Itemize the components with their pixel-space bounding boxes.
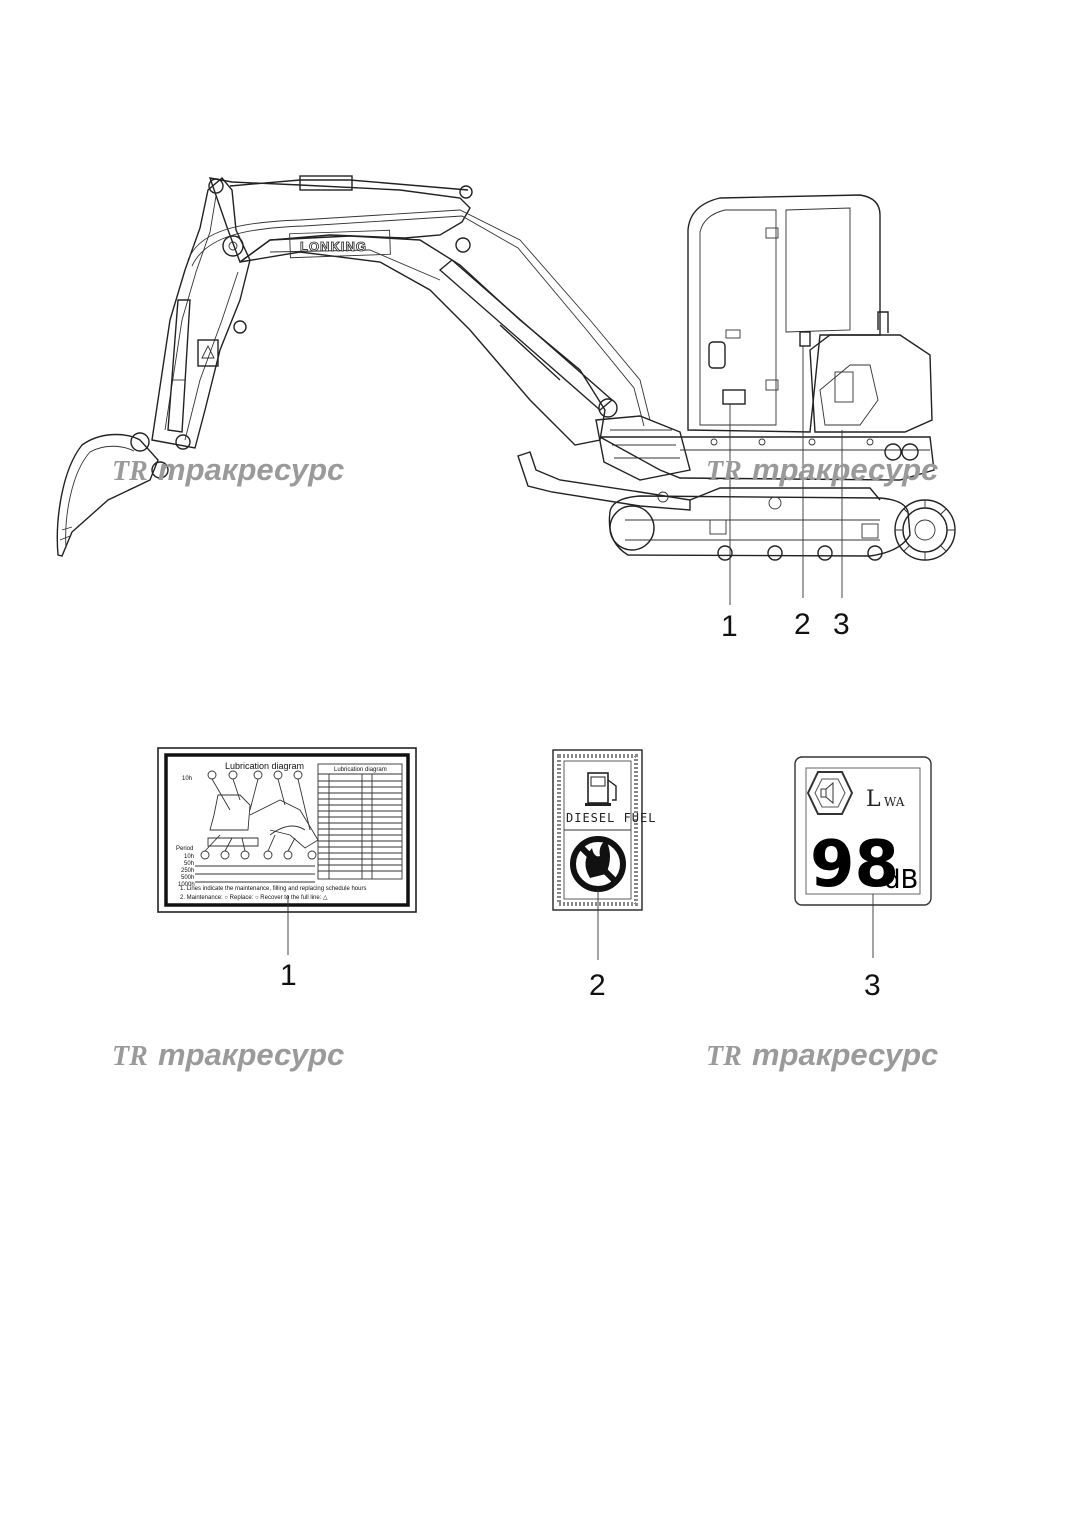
track-frame — [608, 487, 956, 561]
upper-structure — [599, 311, 935, 481]
watermark-logo: TR — [706, 1041, 742, 1072]
lubrication-excavator-graphic: 10h Period 10h 50h 250h 500h 1000h — [176, 770, 319, 888]
brand-plate: LONKING — [289, 229, 391, 259]
decal-2-location — [799, 331, 811, 347]
watermark-text: тракресурс — [158, 452, 344, 487]
top-callouts: 1 2 3 — [721, 608, 850, 643]
brand-label: LONKING — [300, 239, 367, 254]
watermark-text: тракресурс — [752, 1037, 938, 1072]
lub-row-label: 10h — [182, 776, 192, 782]
lubrication-note-2: 2. Maintenance: ○ Replace: ○ Recover to … — [180, 895, 328, 901]
watermark-1: TR тракресурс — [112, 452, 344, 487]
callout-top-2: 2 — [794, 608, 811, 641]
watermark-3: TR тракресурс — [112, 1037, 344, 1072]
callout-top-1: 1 — [721, 610, 738, 643]
lub-row-label: 500h — [181, 875, 194, 881]
noise-value: 98 — [810, 828, 899, 902]
callout-top-3: 3 — [833, 608, 850, 641]
arm — [151, 177, 251, 449]
lub-row-label: 250h — [181, 868, 194, 874]
lwa-subscript: WA — [884, 795, 905, 809]
watermark-2: TR тракресурс — [706, 452, 938, 487]
watermark-logo: TR — [112, 1041, 148, 1072]
lub-row-label: Period — [176, 846, 193, 852]
decal-2-diesel-fuel: DIESEL FUEL — [552, 749, 656, 960]
decal-1-lubrication: Lubrication diagram 10h Period 10h 50h — [157, 747, 417, 955]
watermark-logo: TR — [706, 456, 742, 487]
callout-bottom-1: 1 — [280, 959, 297, 992]
cab — [687, 194, 881, 433]
lub-row-label: 1000h — [178, 882, 195, 888]
lubrication-title: Lubrication diagram — [225, 761, 304, 771]
bucket — [56, 432, 191, 557]
lubrication-table: Lubrication diagram — [317, 763, 403, 880]
lubrication-note-1: 1. Lines indicate the maintenance, filli… — [180, 886, 366, 892]
lwa-symbol: L — [866, 787, 881, 812]
lub-row-label: 50h — [184, 861, 194, 867]
watermark-text: тракресурс — [752, 452, 938, 487]
decal-3-noise-level: L WA 98 dB — [794, 756, 932, 958]
noise-unit: dB — [884, 865, 918, 895]
lub-row-label: 10h — [184, 854, 194, 860]
decal-1-location — [722, 389, 746, 405]
callout-bottom-3: 3 — [864, 969, 881, 1002]
lub-table-title: Lubrication diagram — [334, 767, 387, 773]
fuel-pump-icon — [585, 772, 617, 806]
speaker-hex-icon — [806, 771, 854, 815]
top-leader-lines — [729, 346, 843, 605]
callout-bottom-2: 2 — [589, 969, 606, 1002]
watermark-4: TR тракресурс — [706, 1037, 938, 1072]
watermark-logo: TR — [112, 456, 148, 487]
excavator-drawing: LONKING — [56, 175, 956, 605]
diesel-fuel-label: DIESEL FUEL — [566, 811, 656, 825]
boom: LONKING — [187, 175, 651, 446]
watermark-text: тракресурс — [158, 1037, 344, 1072]
